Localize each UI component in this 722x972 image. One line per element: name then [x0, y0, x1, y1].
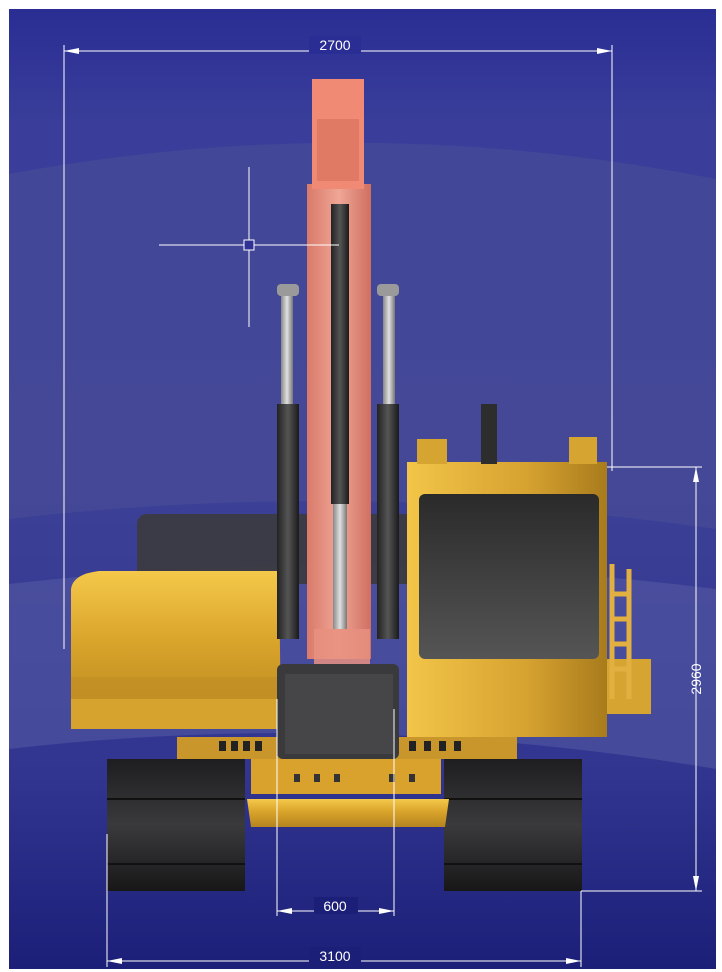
cab-window	[419, 494, 599, 659]
right-track	[444, 759, 582, 891]
right-boom-cylinder	[377, 404, 399, 639]
cad-viewport[interactable]: 2700 2960 600 3100	[9, 9, 716, 969]
arm-cylinder	[331, 204, 349, 504]
right-boom-cylinder-rod	[383, 289, 395, 409]
dimension-lines	[63, 45, 702, 967]
crosshair-cursor-icon[interactable]	[159, 167, 339, 327]
dimension-label-2700: 2700	[319, 37, 350, 53]
ladder	[609, 564, 632, 699]
dimension-label-3100: 3100	[319, 948, 350, 964]
exhaust-pipe	[481, 404, 497, 464]
dimension-label-2960: 2960	[688, 663, 704, 694]
left-boom-cylinder-rod	[281, 289, 293, 409]
car-body	[247, 799, 449, 827]
dimension-label-600: 600	[323, 898, 347, 914]
dimension-arrows	[64, 48, 699, 964]
excavator-drawing: 2700 2960 600 3100	[9, 9, 716, 969]
arm-cylinder-rod	[333, 504, 347, 629]
left-boom-cylinder	[277, 404, 299, 639]
left-track	[107, 759, 245, 891]
